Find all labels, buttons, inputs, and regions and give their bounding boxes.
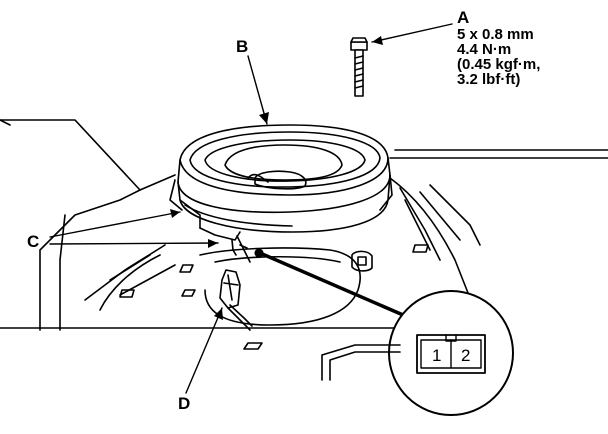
trunk-well — [84, 177, 481, 326]
spec-line-size: 5 x 0.8 mm — [457, 26, 534, 43]
bolt — [350, 37, 368, 97]
rear-panel — [0, 119, 608, 331]
mount-holes — [119, 244, 429, 350]
wire-harness — [219, 235, 253, 331]
callout-b: B — [236, 37, 249, 56]
bolt-spec: 5 x 0.8 mm 4.4 N·m (0.45 kgf·m, 3.2 lbf·… — [457, 27, 540, 87]
speaker — [169, 124, 393, 241]
spec-line-torque: 4.4 N·m — [457, 41, 512, 58]
callout-a: A — [457, 8, 470, 27]
spec-line-kgf: (0.45 kgf·m, — [457, 56, 541, 73]
retainer-clip — [351, 250, 373, 272]
connector-detail-circle — [388, 290, 514, 416]
panel-corner — [321, 344, 401, 381]
callout-d: D — [178, 394, 191, 413]
spec-line-lbf: 3.2 lbf·ft) — [457, 71, 521, 88]
connector-pin-2: 2 — [461, 346, 470, 365]
arrowheads — [170, 36, 383, 320]
connector-pin-1: 1 — [432, 346, 441, 365]
leader-lines — [49, 23, 453, 394]
callout-c: C — [27, 232, 40, 251]
